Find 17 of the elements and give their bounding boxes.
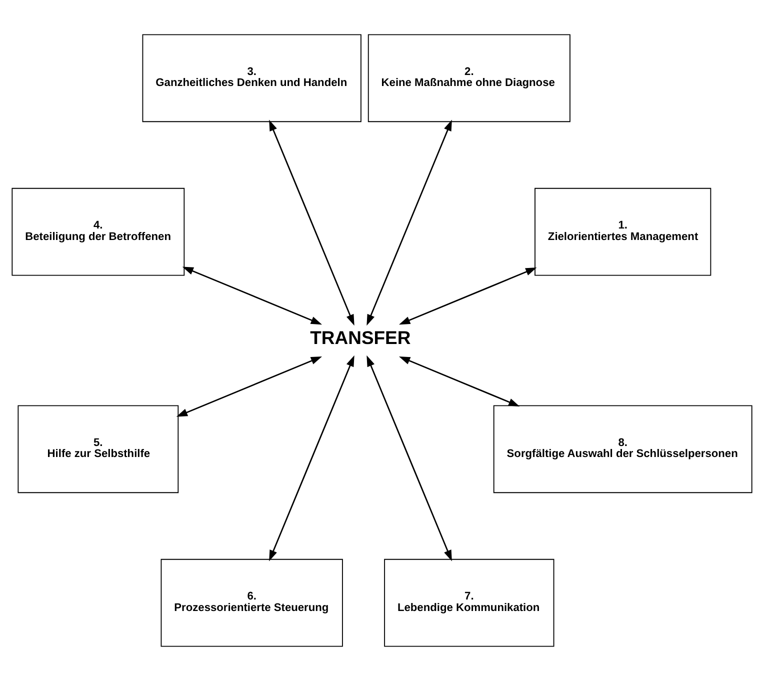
node-box: 2. Keine Maßnahme ohne Diagnose: [368, 34, 570, 122]
arrow: [269, 120, 354, 326]
arrow: [398, 267, 537, 325]
node-box: 1. Zielorientiertes Management: [534, 188, 712, 276]
node-box: 6. Prozessorientierte Steuerung: [160, 558, 343, 647]
node-box: 4. Beteiligung der Betroffenen: [12, 188, 185, 276]
node-box: 3. Ganzheitliches Denken und Handeln: [142, 34, 362, 122]
node-box: 8. Sorgfältige Auswahl der Schlüsselpersonen: [493, 405, 752, 494]
arrow: [269, 355, 354, 562]
arrow: [398, 356, 520, 406]
node-text: TRANSFER: [310, 327, 411, 348]
node-box: 7. Lebendige Kommunikation: [384, 558, 554, 647]
node-box: 5. Hilfe zur Selbsthilfe: [18, 405, 179, 494]
arrow: [366, 120, 452, 326]
arrow: [182, 266, 322, 325]
arrow: [366, 355, 452, 562]
arrow: [176, 356, 322, 417]
